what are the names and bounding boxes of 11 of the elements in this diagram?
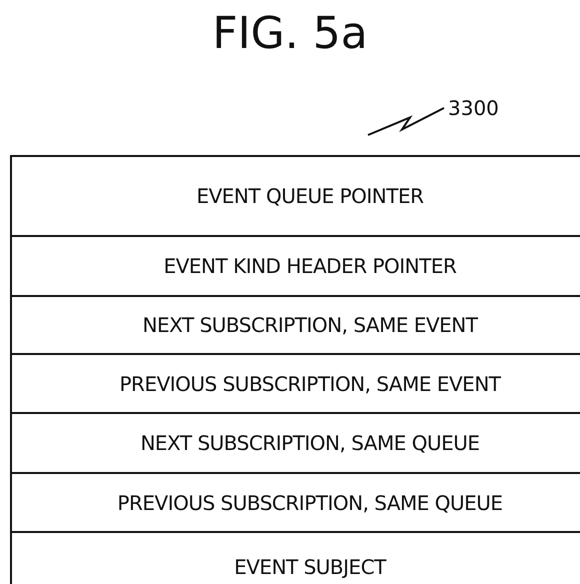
field-label: EVENT QUEUE POINTER: [196, 184, 424, 208]
field-label: NEXT SUBSCRIPTION, SAME EVENT: [142, 313, 478, 337]
figure-title: FIG. 5a: [212, 8, 368, 59]
field-label: NEXT SUBSCRIPTION, SAME QUEUE: [140, 431, 480, 455]
record-table: [10, 155, 580, 584]
field-label: EVENT KIND HEADER POINTER: [164, 254, 456, 278]
field-label: EVENT SUBJECT: [234, 555, 386, 579]
field-label: PREVIOUS SUBSCRIPTION, SAME QUEUE: [117, 490, 503, 514]
reference-numeral: 3300: [448, 96, 499, 120]
leader-line: [368, 107, 444, 136]
field-label: PREVIOUS SUBSCRIPTION, SAME EVENT: [120, 372, 500, 396]
